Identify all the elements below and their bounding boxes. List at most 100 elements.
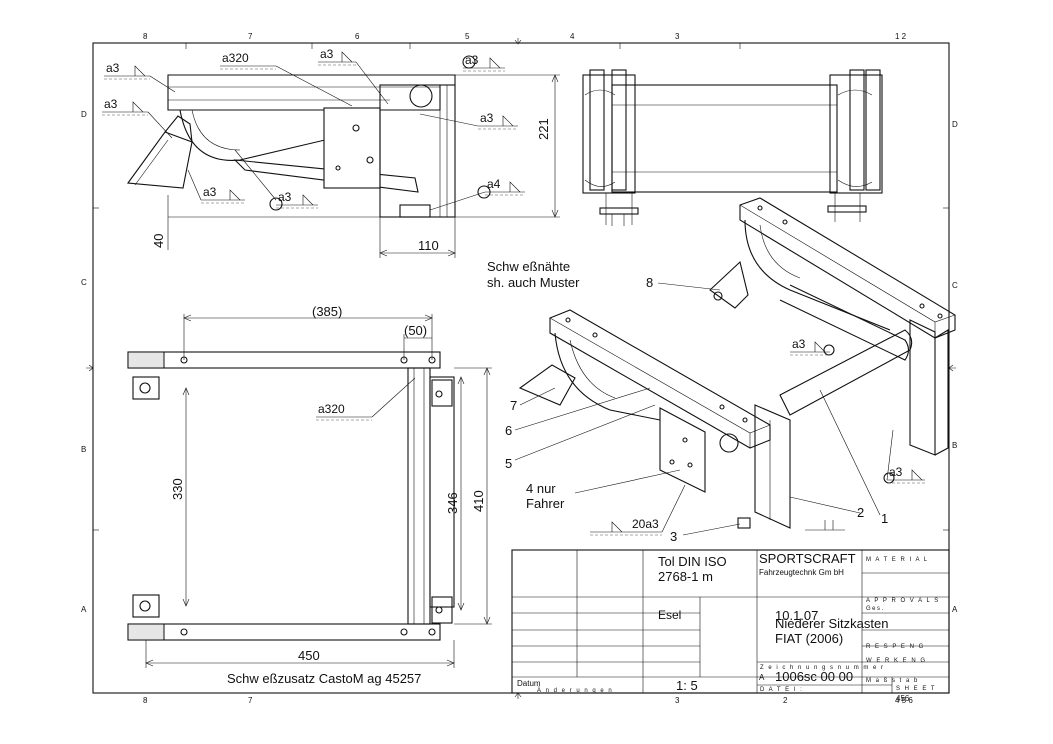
weld-symbol: a3 bbox=[318, 47, 389, 105]
weld-symbol: a3 bbox=[102, 97, 173, 139]
weld-symbol: a3 bbox=[790, 337, 830, 356]
mount-plate bbox=[323, 107, 381, 189]
file-label: D A T E I : bbox=[760, 687, 803, 693]
svg-text:a3: a3 bbox=[203, 185, 217, 199]
notes: Schw eßnähte sh. auch Muster Schw eßzusa… bbox=[227, 259, 580, 686]
aenderungen-label: Ä n d e r u n g e n bbox=[537, 687, 613, 694]
svg-text:a3: a3 bbox=[465, 53, 479, 67]
row-left-A: A bbox=[81, 605, 87, 614]
dim-50: (50) bbox=[404, 323, 427, 338]
weld-symbol-a4: a4 bbox=[429, 177, 525, 211]
row-right-B: B bbox=[952, 441, 957, 450]
front-view bbox=[582, 69, 883, 226]
zone-bottom-7: 7 bbox=[248, 696, 253, 705]
zone-top-7: 7 bbox=[248, 32, 253, 41]
zeichnungsnummer-label: Z e i c h n u n g s n u m m e r bbox=[760, 665, 885, 671]
row-right-D: D bbox=[952, 120, 958, 129]
callout-6: 6 bbox=[505, 423, 512, 438]
svg-text:a3: a3 bbox=[104, 97, 118, 111]
dim-40: 40 bbox=[151, 234, 166, 248]
datum-label: Datum bbox=[517, 679, 541, 688]
side-view: 221 40 110 bbox=[126, 55, 560, 258]
svg-text:a3: a3 bbox=[792, 337, 806, 351]
weld-symbol: a3 bbox=[234, 149, 318, 209]
dim-450: 450 bbox=[298, 648, 320, 663]
zone-labels-left: D C B A bbox=[81, 110, 87, 614]
isometric-view: a3 a3 20a3 bbox=[514, 197, 956, 536]
row-right-A: A bbox=[952, 605, 958, 614]
weld-symbol-a320: a320 bbox=[316, 377, 416, 421]
svg-text:a320: a320 bbox=[222, 51, 249, 65]
svg-text:a3: a3 bbox=[480, 111, 494, 125]
material-label: M A T E R I A L bbox=[866, 557, 929, 563]
weld-symbol: a3 bbox=[463, 53, 505, 72]
svg-text:a3: a3 bbox=[320, 47, 334, 61]
weld-symbol: a3 bbox=[104, 61, 176, 93]
tolerance-line2: 2768-1 m bbox=[658, 569, 713, 584]
mfg-label: M a ß s t a b bbox=[866, 678, 919, 684]
note-fahrer-line2: Fahrer bbox=[526, 496, 565, 511]
rev-label: A bbox=[759, 673, 765, 682]
approvals-sub: Ges. bbox=[866, 606, 885, 612]
zone-top-6: 6 bbox=[355, 32, 360, 41]
svg-text:a3: a3 bbox=[106, 61, 120, 75]
svg-text:a320: a320 bbox=[318, 402, 345, 416]
title-block-text: Tol DIN ISO 2768-1 m SPORTSCRAFT Fahrzeu… bbox=[517, 551, 940, 703]
zone-labels-bottom: 8 7 3 2 4 5 6 bbox=[143, 696, 913, 705]
zone-top-4: 4 bbox=[570, 32, 575, 41]
dim-410: 410 bbox=[471, 490, 486, 512]
zone-bottom-3: 3 bbox=[675, 696, 680, 705]
row-right-C: C bbox=[952, 281, 958, 290]
svg-text:20a3: 20a3 bbox=[632, 517, 659, 531]
weld-symbol: a3 bbox=[187, 169, 245, 204]
title-block bbox=[511, 549, 950, 694]
side-view-weld-symbols: a3 a3 a320 a3 a3 bbox=[102, 47, 525, 211]
tolerance-line1: Tol DIN ISO bbox=[658, 554, 727, 569]
callout-2: 2 bbox=[857, 505, 864, 520]
weld-note-line1: Schw eßnähte bbox=[487, 259, 570, 274]
zone-top-8: 8 bbox=[143, 32, 148, 41]
svg-text:a3: a3 bbox=[278, 190, 292, 204]
weld-note-line2: sh. auch Muster bbox=[487, 275, 580, 290]
sheet-value: 456 bbox=[896, 694, 910, 703]
callout-7: 7 bbox=[510, 398, 517, 413]
dim-221: 221 bbox=[536, 118, 551, 140]
company-sub: Fahrzeugtechnk Gm bH bbox=[759, 568, 844, 577]
part-number: 1006sc 00 00 bbox=[775, 669, 853, 684]
weld-symbol: a3 bbox=[886, 429, 925, 484]
zone-top-12: 1 2 bbox=[895, 32, 907, 41]
top-view: (385) (50) 330 346 410 450 a320 bbox=[127, 304, 492, 668]
dim-385: (385) bbox=[312, 304, 342, 319]
callout-8: 8 bbox=[646, 275, 653, 290]
material-value: Esel bbox=[658, 608, 681, 622]
resp-label: R E S P E N G bbox=[866, 644, 925, 650]
drawing-date: 10.1.07 bbox=[775, 608, 818, 623]
zone-top-3: 3 bbox=[675, 32, 680, 41]
zone-bottom-8: 8 bbox=[143, 696, 148, 705]
row-left-B: B bbox=[81, 445, 86, 454]
part-name-line1: Niederer Sitzkasten bbox=[775, 616, 888, 631]
approvals-label: A P P R O V A L S bbox=[866, 598, 940, 604]
weld-symbol-20a3: 20a3 bbox=[590, 484, 686, 536]
callout-5: 5 bbox=[505, 456, 512, 471]
dim-110: 110 bbox=[418, 238, 439, 253]
svg-text:a3: a3 bbox=[889, 465, 903, 479]
zone-bottom-456: 4 5 6 bbox=[895, 696, 913, 705]
row-left-C: C bbox=[81, 278, 87, 287]
drawing-scale: 1: 5 bbox=[676, 678, 698, 693]
bottom-note: Schw eßzusatz CastoM ag 45257 bbox=[227, 671, 421, 686]
weld-symbol: a3 bbox=[419, 111, 518, 130]
weld-symbol-a320: a320 bbox=[220, 51, 353, 107]
svg-text:a4: a4 bbox=[487, 177, 501, 191]
tube-end-circle bbox=[409, 84, 433, 108]
sheet-label: S H E E T bbox=[896, 686, 936, 692]
zone-bottom-2: 2 bbox=[783, 696, 788, 705]
part-name-line2: FIAT (2006) bbox=[775, 631, 843, 646]
company-name: SPORTSCRAFT bbox=[759, 551, 856, 566]
callout-3: 3 bbox=[670, 529, 677, 544]
row-left-D: D bbox=[81, 110, 87, 119]
dim-346: 346 bbox=[445, 492, 460, 514]
zone-top-5: 5 bbox=[465, 32, 470, 41]
note-fahrer-line1: 4 nur bbox=[526, 481, 556, 496]
